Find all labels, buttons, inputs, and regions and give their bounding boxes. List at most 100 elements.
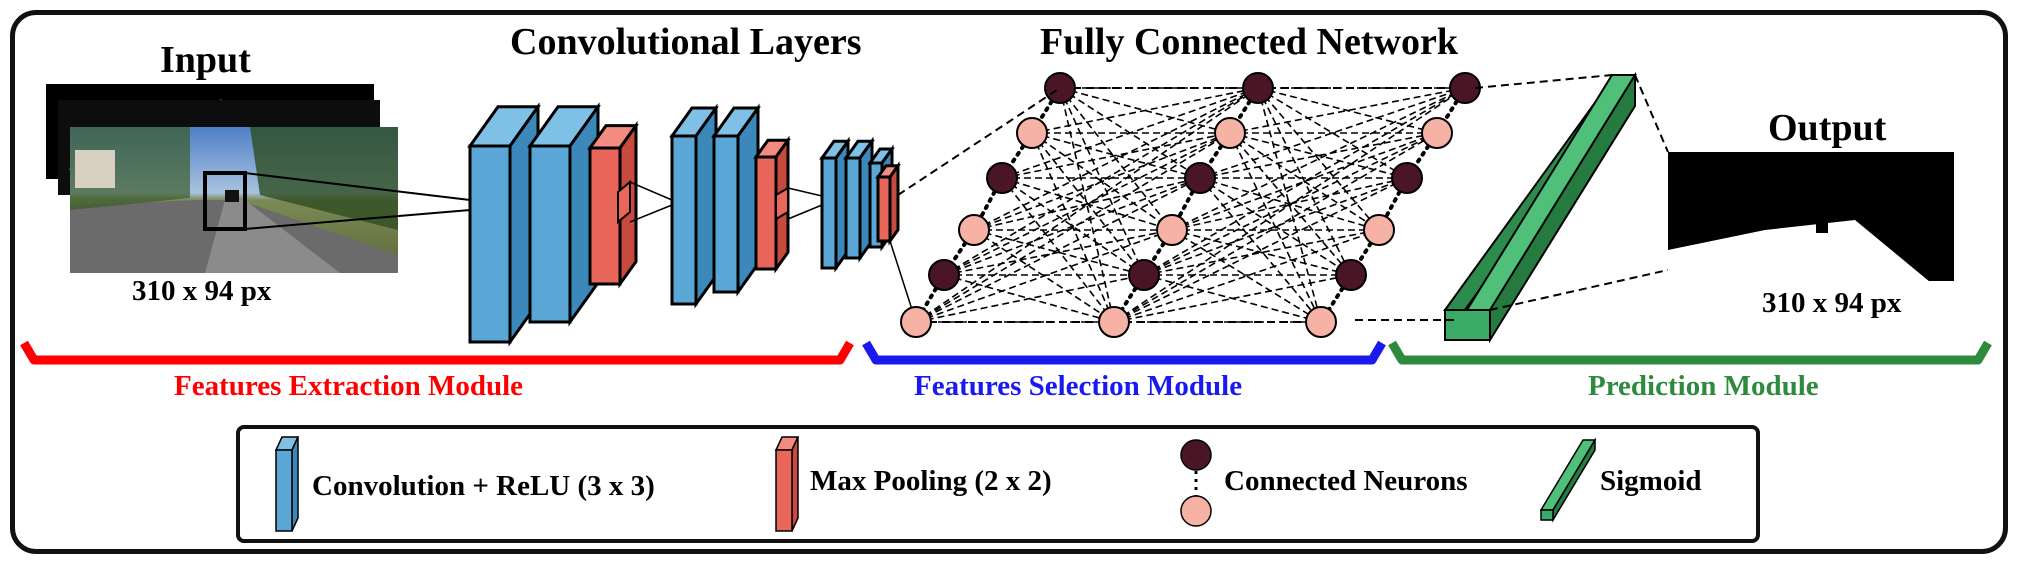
legend-neurons-label: Connected Neurons <box>1224 465 1468 497</box>
fc-edge <box>1031 132 1201 179</box>
input-road-photo <box>70 127 398 273</box>
neuron-light <box>1363 214 1395 246</box>
fc-edge <box>1257 87 1380 231</box>
fc-edge <box>1113 132 1438 323</box>
fc-edge <box>1171 132 1438 231</box>
fc-edge <box>1031 132 1115 323</box>
fc-neurons <box>900 72 1481 338</box>
conv-block-1a <box>467 102 541 347</box>
fc-edge <box>915 132 1231 323</box>
fc-edge <box>1031 87 1259 134</box>
legend-sigmoid-label: Sigmoid <box>1600 465 1702 497</box>
fc-edge <box>915 274 1145 323</box>
legend-conv-icon <box>274 436 300 532</box>
fc-edge <box>943 229 1173 276</box>
extraction-bracket <box>20 340 854 365</box>
legend-conv-label: Convolution + ReLU (3 x 3) <box>312 470 655 502</box>
fc-edge <box>1199 87 1466 179</box>
fc-edge <box>943 177 1201 276</box>
conv-block-1b <box>527 102 601 327</box>
legend-pool-icon <box>774 436 800 532</box>
neuron-light <box>1016 117 1048 149</box>
conv-block-3b <box>843 136 875 263</box>
neuron-light <box>1421 117 1453 149</box>
fc-edge <box>973 229 1145 276</box>
prediction-bracket <box>1388 340 1992 365</box>
fc-network-title: Fully Connected Network <box>1040 21 1458 63</box>
neuron-dark <box>1335 259 1367 291</box>
fc-edge <box>1257 87 1438 134</box>
pool1-to-conv2-links <box>629 181 673 223</box>
selection-bracket <box>862 340 1386 365</box>
fc-edge <box>1113 229 1380 323</box>
convolutional-blocks <box>244 102 917 347</box>
module-brackets <box>20 340 1992 365</box>
fc-edge <box>1143 177 1408 276</box>
fc-edge <box>1171 229 1352 276</box>
fc-edge <box>943 87 1259 276</box>
fc-edge <box>1199 177 1352 276</box>
pool-block-3 <box>875 161 901 246</box>
pool2-to-conv3-links <box>787 187 823 220</box>
fc-edge <box>1001 132 1231 179</box>
fc-edge <box>943 132 1231 276</box>
fc-edge <box>1143 274 1322 323</box>
legend-icons <box>274 436 1597 532</box>
neuron-dark <box>1128 259 1160 291</box>
fc-edge <box>1199 132 1438 179</box>
fc-edge <box>1001 177 1145 276</box>
output-title: Output <box>1768 107 1887 149</box>
input-to-conv-links <box>244 172 471 230</box>
fc-edge <box>1143 229 1380 276</box>
dashed-links <box>897 74 1669 321</box>
neuron-dark <box>1184 162 1216 194</box>
conv-layers-title: Convolutional Layers <box>510 21 862 63</box>
neuron-dark <box>1044 72 1076 104</box>
conv-block-3a <box>819 136 851 273</box>
conv-block-2b <box>711 103 761 297</box>
neuron-dark <box>928 259 960 291</box>
fc-edge <box>1229 132 1408 179</box>
fc-edge <box>1199 177 1380 231</box>
fc-edge <box>1229 87 1466 134</box>
legend-pool-label: Max Pooling (2 x 2) <box>810 465 1052 497</box>
prediction-module-label: Prediction Module <box>1588 370 1819 402</box>
fc-edge <box>1143 87 1466 276</box>
neuron-light <box>900 306 932 338</box>
input-title: Input <box>160 39 251 81</box>
fc-edge <box>973 132 1231 231</box>
output-size-caption: 310 x 94 px <box>1762 287 1902 319</box>
pool-block-1 <box>587 120 639 289</box>
fc-edge <box>1059 87 1231 134</box>
input-size-caption: 310 x 94 px <box>132 275 272 307</box>
neuron-light <box>1156 214 1188 246</box>
diagram-frame <box>10 10 2008 554</box>
legend-neuron-icon <box>1180 439 1212 527</box>
fc-edge <box>1171 229 1322 323</box>
fc-edge <box>1257 87 1408 179</box>
neuron-dark <box>1242 72 1274 104</box>
fc-edge <box>1199 177 1322 323</box>
fc-connections <box>914 86 1467 324</box>
conv-block-2a <box>669 103 719 309</box>
pool-2-window <box>775 186 789 221</box>
extraction-module-label: Features Extraction Module <box>174 370 524 402</box>
pool-1-window <box>617 179 631 225</box>
fc-edge <box>1229 132 1380 231</box>
fc-edge <box>1171 177 1408 231</box>
output-mask-image <box>1668 152 1954 283</box>
neuron-dark <box>1391 162 1423 194</box>
legend-box <box>236 425 1760 543</box>
neuron-light <box>1305 306 1337 338</box>
sigmoid-output-bar <box>1443 71 1637 344</box>
fc-edge <box>1113 87 1466 323</box>
neuron-light <box>958 214 990 246</box>
input-crop-box <box>203 171 247 231</box>
neuron-light <box>1098 306 1130 338</box>
neuron-dark <box>986 162 1018 194</box>
fc-edge <box>915 87 1259 323</box>
fc-edge <box>915 229 1173 323</box>
fc-edge <box>915 177 1201 323</box>
fc-edge <box>973 87 1259 231</box>
fc-edge <box>1001 87 1259 179</box>
